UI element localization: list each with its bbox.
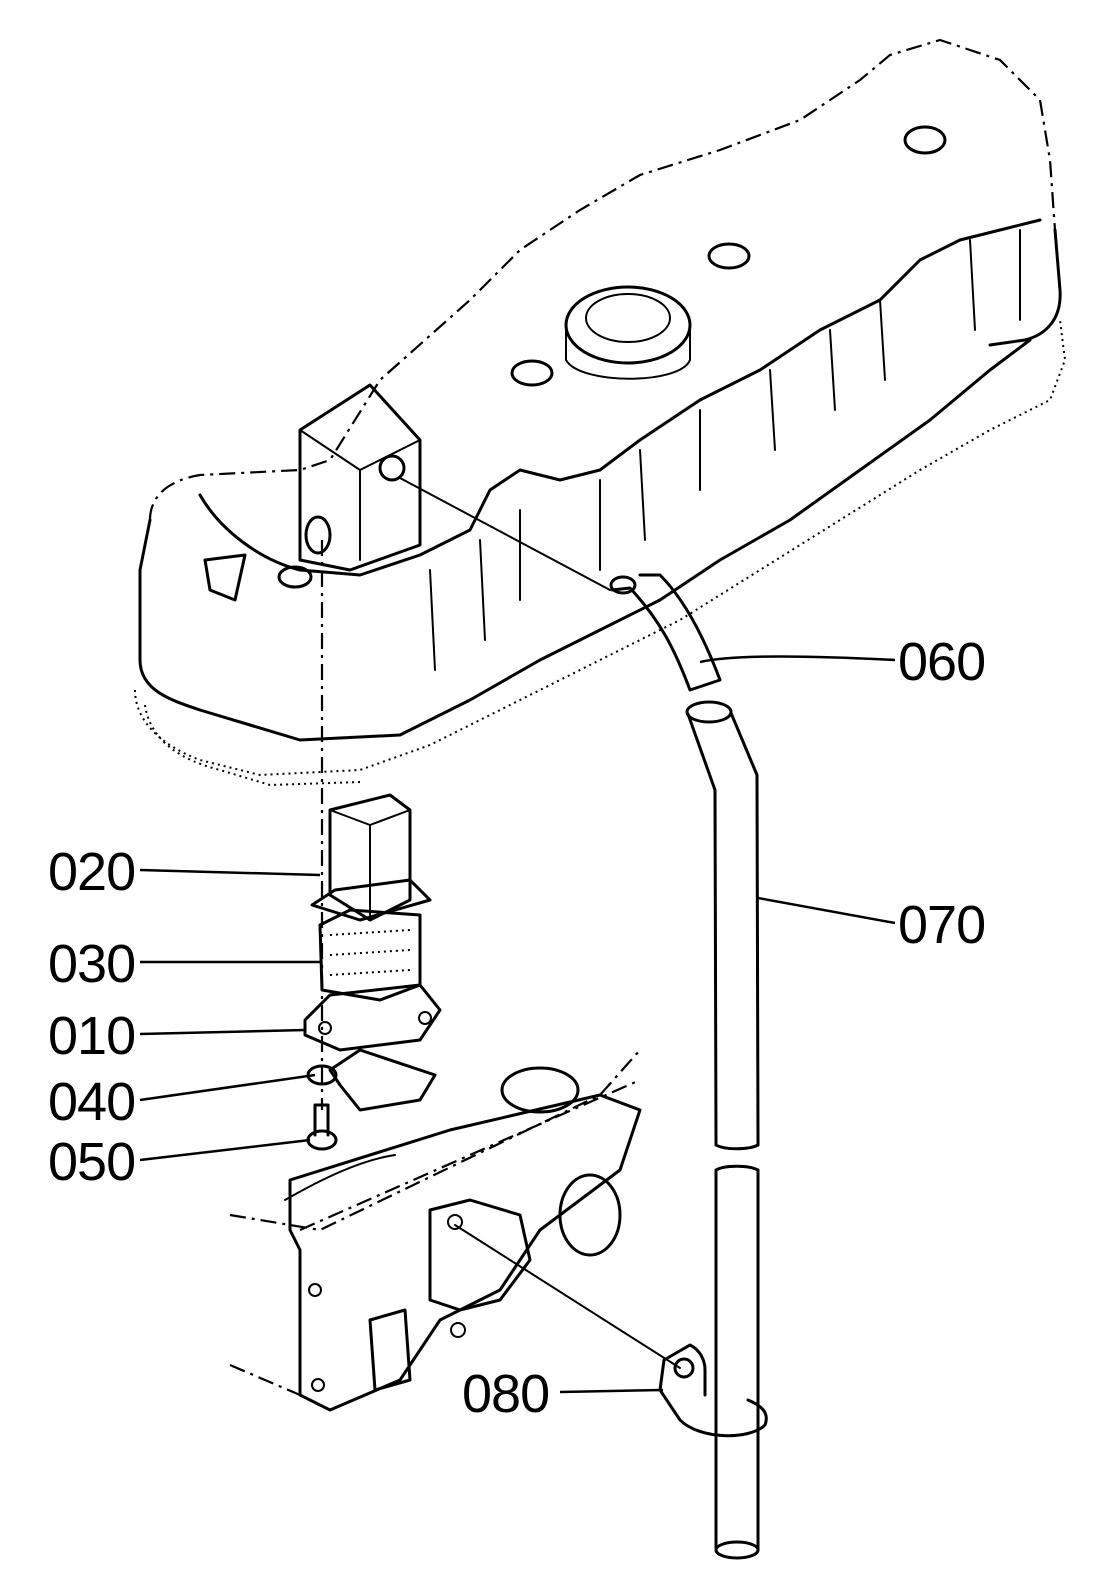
callout-080: 080 xyxy=(462,1364,549,1424)
breather-hose-060 xyxy=(399,477,722,692)
callout-020: 020 xyxy=(48,842,135,902)
callout-labels: 060 070 020 030 010 040 050 080 xyxy=(48,632,986,1424)
valve-cover xyxy=(134,38,1067,787)
callout-leaders xyxy=(139,655,896,1394)
callout-070: 070 xyxy=(898,895,985,955)
cylinder-head xyxy=(229,1049,642,1412)
callout-010: 010 xyxy=(48,1006,135,1066)
callout-060: 060 xyxy=(898,632,985,692)
callout-030: 030 xyxy=(48,934,135,994)
callout-040: 040 xyxy=(48,1072,135,1132)
filter-assembly xyxy=(303,540,442,1151)
clamp-080 xyxy=(454,1224,768,1438)
pipe-070 xyxy=(685,700,760,1560)
callout-050: 050 xyxy=(48,1132,135,1192)
